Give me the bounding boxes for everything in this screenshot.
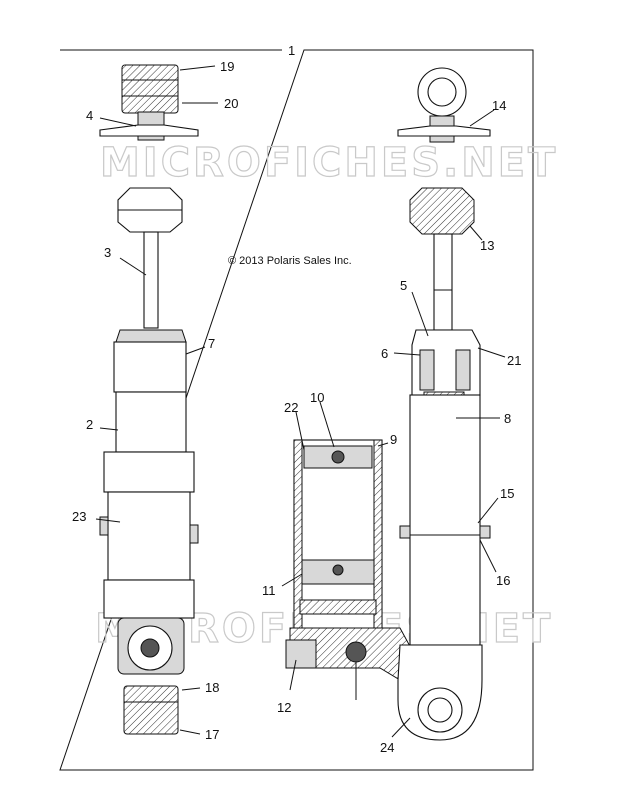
callout-6: 6 bbox=[381, 346, 388, 361]
callout-1: 1 bbox=[288, 43, 295, 58]
callout-4: 4 bbox=[86, 108, 93, 123]
callout-18: 18 bbox=[205, 680, 219, 695]
callout-3: 3 bbox=[104, 245, 111, 260]
callout-21: 21 bbox=[507, 353, 521, 368]
leader-lines bbox=[95, 65, 506, 738]
callout-13: 13 bbox=[480, 238, 494, 253]
left-shock-assembly bbox=[99, 64, 199, 735]
callout-15: 15 bbox=[500, 486, 514, 501]
callout-2: 2 bbox=[86, 417, 93, 432]
watermark-top: MICROFICHES.NET bbox=[100, 140, 558, 186]
callout-14: 14 bbox=[492, 98, 506, 113]
callout-8: 8 bbox=[504, 411, 511, 426]
callout-10: 10 bbox=[310, 390, 324, 405]
callout-numbers: 1 19 20 4 14 13 3 5 7 6 21 22 10 8 2 9 1… bbox=[72, 43, 521, 755]
right-shock-cutaway bbox=[397, 67, 491, 741]
callout-12: 12 bbox=[277, 700, 291, 715]
callout-9: 9 bbox=[390, 432, 397, 447]
copyright-text: © 2013 Polaris Sales Inc. bbox=[228, 255, 352, 267]
callout-7: 7 bbox=[208, 336, 215, 351]
callout-19: 19 bbox=[220, 59, 234, 74]
callout-5: 5 bbox=[400, 278, 407, 293]
middle-reservoir-cutaway bbox=[285, 439, 471, 700]
callout-20: 20 bbox=[224, 96, 238, 111]
callout-11: 11 bbox=[262, 583, 276, 598]
callout-17: 17 bbox=[205, 727, 219, 742]
callout-24: 24 bbox=[380, 740, 394, 755]
callout-22: 22 bbox=[284, 400, 298, 415]
callout-23: 23 bbox=[72, 509, 86, 524]
callout-16: 16 bbox=[496, 573, 510, 588]
